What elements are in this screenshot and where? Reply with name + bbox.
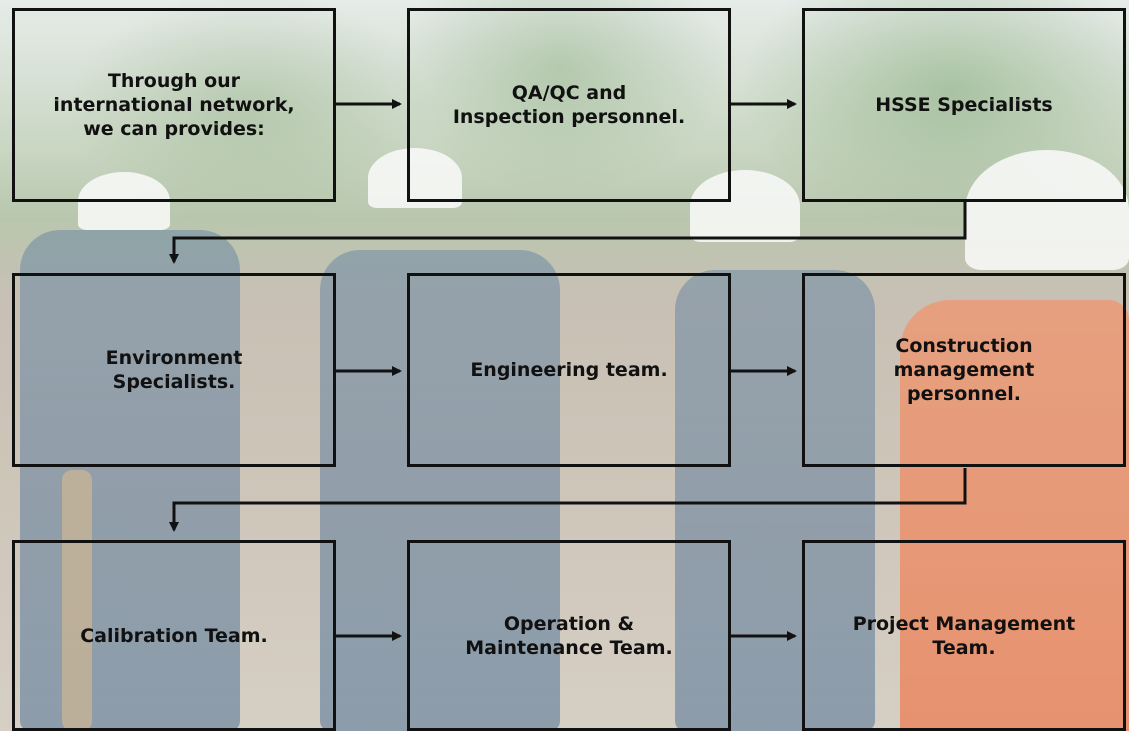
box-construction: Construction management personnel.: [802, 273, 1126, 467]
arrow-hsse-to-environment: [169, 200, 967, 264]
worker-figure-center: [320, 250, 560, 731]
box-hsse-label: HSSE Specialists: [875, 94, 1053, 116]
box-project-label: Project Management Team.: [852, 612, 1076, 659]
box-environment-label: Environment Specialists.: [105, 347, 243, 393]
helmet-right: [690, 170, 800, 242]
worker-figure-right: [675, 270, 875, 731]
worker-figure-orange: [900, 300, 1129, 731]
box-hsse: HSSE Specialists: [802, 8, 1126, 202]
box-operation: Operation & Maintenance Team.: [407, 540, 731, 731]
box-intro-label: Through our international network, we ca…: [53, 70, 295, 140]
box-construction-label: Construction management personnel.: [893, 335, 1035, 405]
box-calibration: Calibration Team.: [12, 540, 336, 731]
box-environment: Environment Specialists.: [12, 273, 336, 467]
box-qaqc-label: QA/QC and Inspection personnel.: [452, 82, 686, 128]
box-engineering: Engineering team.: [407, 273, 731, 467]
box-qaqc: QA/QC and Inspection personnel.: [407, 8, 731, 202]
helmet-center: [368, 148, 462, 208]
standpipe: [62, 470, 92, 731]
box-intro: Through our international network, we ca…: [12, 8, 336, 202]
box-engineering-label: Engineering team.: [470, 359, 668, 381]
box-operation-label: Operation & Maintenance Team.: [465, 612, 673, 659]
worker-figure-left: [20, 230, 240, 731]
box-project: Project Management Team.: [802, 540, 1126, 731]
arrow-construction-to-calibration: [169, 468, 967, 532]
box-calibration-label: Calibration Team.: [80, 624, 268, 647]
helmet-far-right: [965, 150, 1129, 270]
